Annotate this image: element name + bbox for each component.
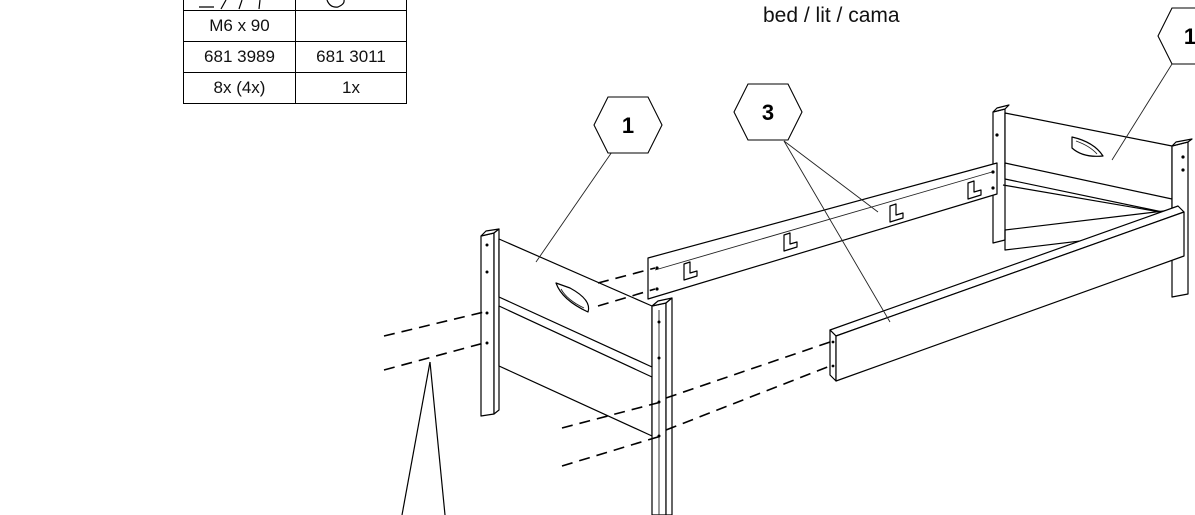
slat-bracket — [889, 203, 904, 223]
callout-label: 3 — [762, 100, 774, 125]
table-header-glyphs — [199, 0, 345, 10]
callout-leaders — [535, 63, 1173, 323]
callout-right-end: 1 — [1157, 7, 1195, 65]
table-cell-bolt-size: M6 x 90 — [183, 10, 296, 42]
slat-bracket — [967, 180, 982, 200]
table-row: 8x (4x) 1x — [183, 72, 407, 104]
table-cell-qty-key: 1x — [295, 72, 407, 104]
front-side-rail — [829, 205, 1185, 382]
table-cell-empty — [295, 10, 407, 42]
callout-label: 1 — [622, 113, 634, 138]
callout-left-end: 1 — [593, 96, 663, 154]
slat-bracket — [783, 232, 798, 252]
assembly-guide-lines — [383, 267, 831, 467]
right-end-panel — [992, 104, 1193, 298]
callout-side-rails: 3 — [733, 83, 803, 141]
table-cell-qty-bolt: 8x (4x) — [183, 72, 296, 104]
table-row: M6 x 90 — [183, 10, 407, 42]
back-side-rail — [647, 162, 998, 300]
hex-key-tool — [401, 361, 446, 515]
callout-label: 1 — [1184, 24, 1195, 49]
slat-bracket — [683, 261, 698, 281]
diagram-caption: bed / lit / cama — [763, 4, 900, 27]
parts-table: M6 x 90 681 3989 681 3011 8x (4x) 1x — [183, 0, 407, 104]
table-cell-part-number-key: 681 3011 — [295, 41, 407, 73]
left-end-panel — [480, 228, 673, 515]
